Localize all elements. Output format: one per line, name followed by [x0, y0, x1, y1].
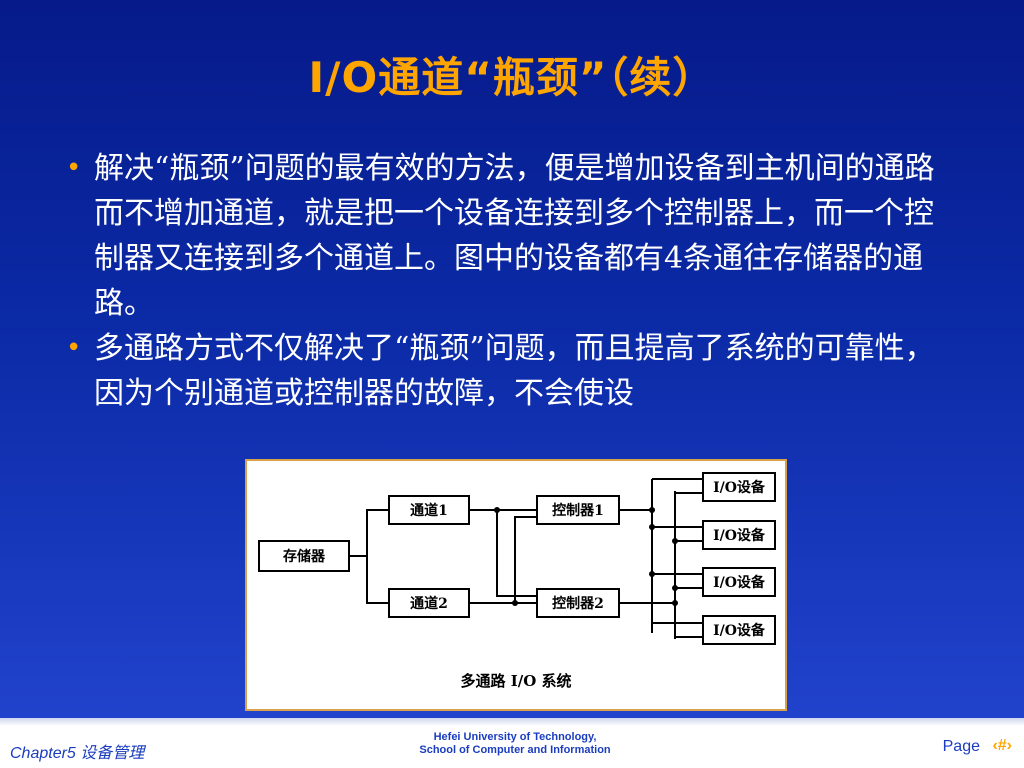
controller1-label: 控制器1	[552, 502, 604, 519]
controller2-label: 控制器2	[552, 595, 604, 612]
diagram-svg: 存储器 通道1 通道2 控制器1 控制器2 I/O设备 I/O设备 I/O设备 …	[258, 472, 776, 690]
diagram-caption: 多通路 I/O 系统	[460, 672, 571, 690]
io-device-box-2	[702, 520, 776, 550]
footer-university: Hefei University of Technology, School o…	[390, 731, 640, 757]
io-device-box-1	[702, 472, 776, 502]
io-device-box-3	[702, 567, 776, 597]
bullet-text: 解决“瓶颈”问题的最有效的方法，便是增加设备到主机间的通路而不增加通道，就是把一…	[94, 151, 935, 321]
channel1-label: 通道1	[410, 502, 448, 519]
io-device-label-3: I/O设备	[713, 574, 766, 591]
footer-page-number: ‹#›	[992, 737, 1012, 754]
footer-university-line2: School of Computer and Information	[419, 744, 611, 756]
bullet-dot-icon: •	[66, 333, 82, 363]
channel1-box	[388, 495, 470, 525]
io-device-label-1: I/O设备	[713, 479, 766, 496]
footer-chapter: Chapter5 设备管理	[10, 745, 145, 762]
bullet-text: 多通路方式不仅解决了“瓶颈”问题，而且提高了系统的可靠性，因为个别通道或控制器的…	[94, 331, 935, 411]
controller2-box	[536, 588, 620, 618]
bullet-item: • 解决“瓶颈”问题的最有效的方法，便是增加设备到主机间的通路而不增加通道，就是…	[66, 146, 956, 326]
slide-footer: Chapter5 设备管理 Hefei University of Techno…	[0, 718, 1024, 768]
slide-content: • 解决“瓶颈”问题的最有效的方法，便是增加设备到主机间的通路而不增加通道，就是…	[66, 146, 956, 416]
junction-dots	[494, 507, 678, 606]
connection-lines	[349, 478, 703, 639]
memory-label: 存储器	[283, 548, 326, 565]
io-device-label-4: I/O设备	[713, 622, 766, 639]
channel2-box	[388, 588, 470, 618]
io-device-box-4	[702, 615, 776, 645]
io-device-label-2: I/O设备	[713, 527, 766, 544]
bullet-dot-icon: •	[66, 153, 82, 183]
footer-university-line1: Hefei University of Technology,	[433, 731, 597, 743]
footer-divider	[0, 718, 1024, 726]
slide-title: I/O通道“瓶颈”（续）	[308, 53, 716, 102]
slide-background: I/O通道“瓶颈”（续） • 解决“瓶颈”问题的最有效的方法，便是增加设备到主机…	[0, 0, 1024, 718]
bullet-item: • 多通路方式不仅解决了“瓶颈”问题，而且提高了系统的可靠性，因为个别通道或控制…	[66, 326, 956, 416]
multipath-io-diagram: 存储器 通道1 通道2 控制器1 控制器2 I/O设备 I/O设备 I/O设备 …	[245, 459, 787, 711]
footer-page-label: Page	[942, 738, 980, 755]
channel2-label: 通道2	[410, 595, 448, 612]
memory-box	[258, 540, 350, 572]
